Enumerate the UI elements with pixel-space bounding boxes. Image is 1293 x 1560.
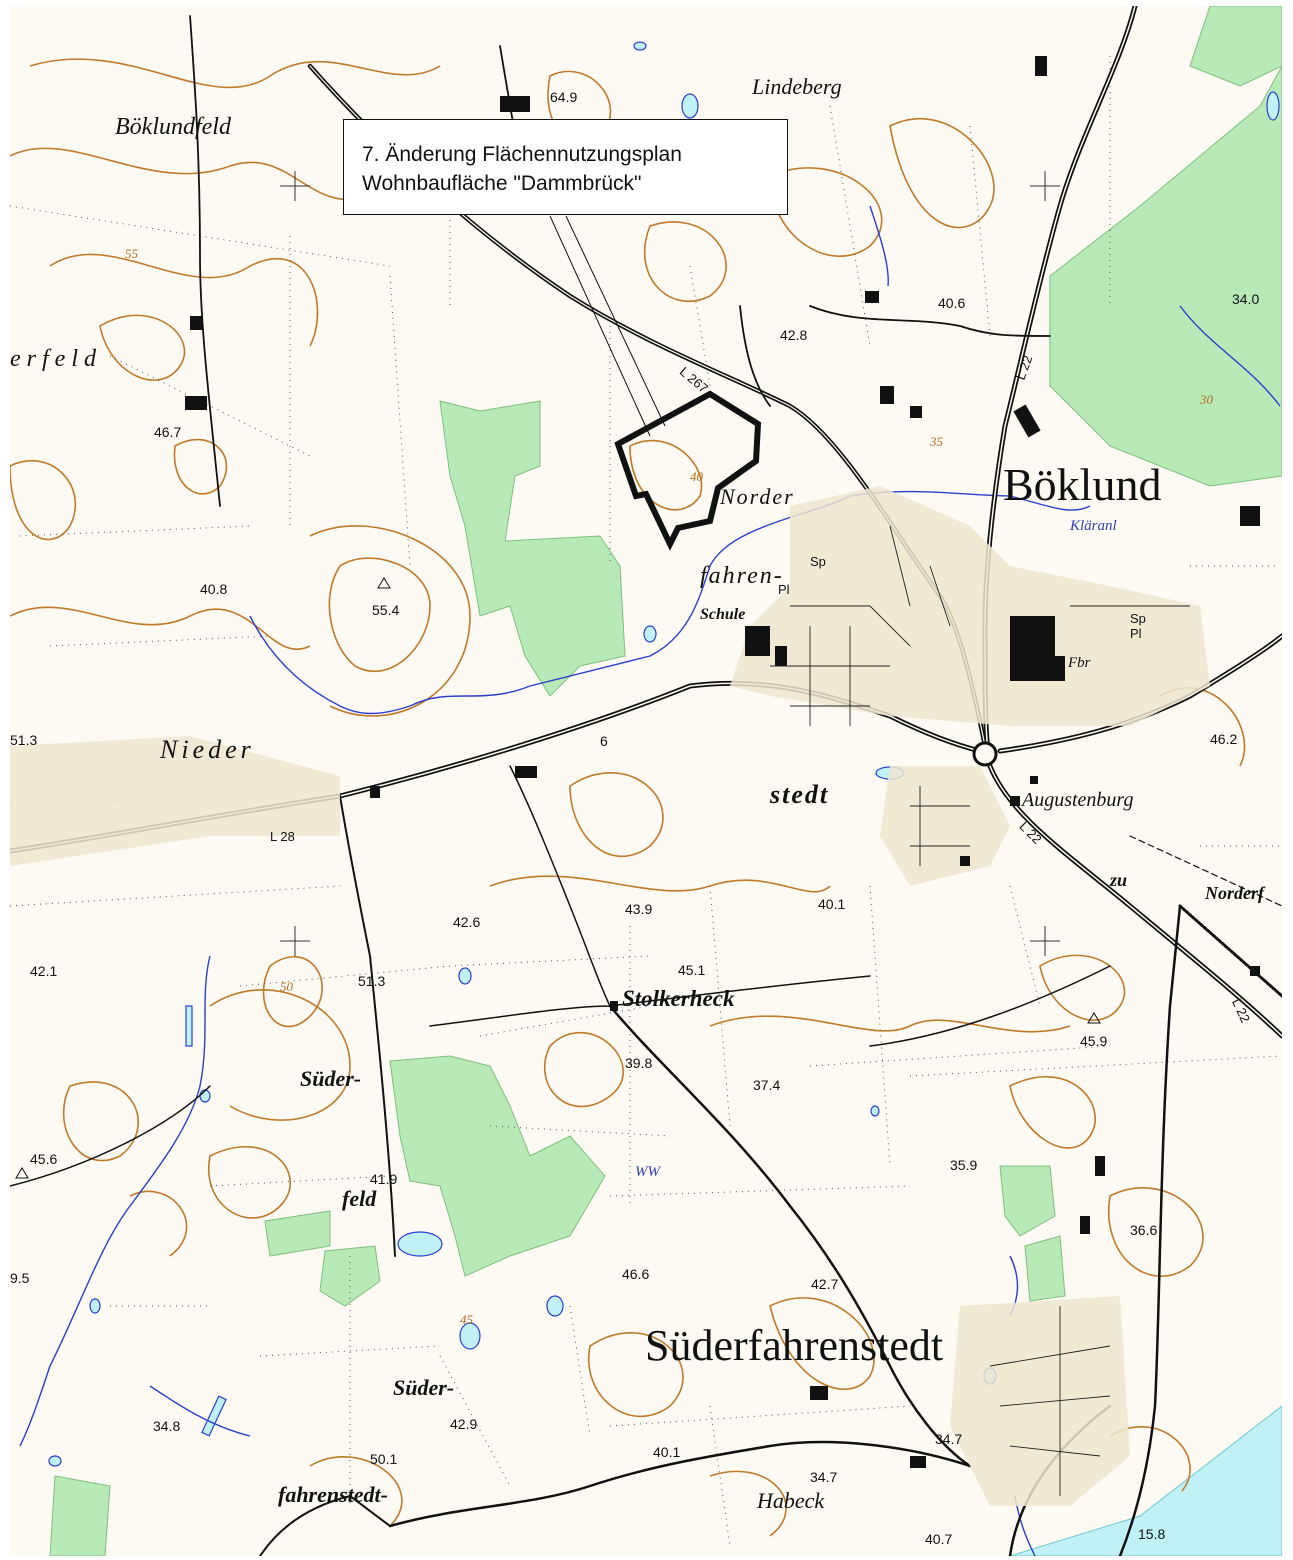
svg-text:45.9: 45.9 — [1080, 1033, 1107, 1049]
topographic-map[interactable]: Böklund Süderfahrenstedt Böklundfeld Lin… — [10, 6, 1282, 1556]
svg-text:45.1: 45.1 — [678, 962, 705, 978]
road-l22-a: L 22 — [1013, 353, 1036, 381]
label-fahrenstedt: fahrenstedt- — [278, 1482, 388, 1507]
label-fahren: fahren- — [700, 563, 784, 589]
svg-text:42.9: 42.9 — [450, 1416, 477, 1432]
contour-labels: 55 50 45 40 35 30 — [125, 246, 1214, 1327]
svg-text:34.8: 34.8 — [153, 1418, 180, 1434]
svg-text:55: 55 — [125, 246, 139, 261]
buildings — [185, 56, 1260, 1468]
symbol-klaranl: Kläranl — [1069, 518, 1117, 534]
svg-text:46.2: 46.2 — [1210, 731, 1237, 747]
svg-text:42.8: 42.8 — [780, 327, 807, 343]
grid-crosses — [280, 171, 1060, 956]
symbol-fbr: Fbr — [1067, 655, 1091, 671]
ponds — [48, 41, 1280, 1467]
town-streets — [770, 525, 1190, 1496]
svg-text:39.8: 39.8 — [625, 1055, 652, 1071]
contour-lines — [10, 58, 1246, 1537]
svg-text:51.3: 51.3 — [10, 732, 37, 748]
label-feld: feld — [342, 1186, 377, 1211]
plan-area-outline — [614, 390, 762, 551]
label-suder-1: Süder- — [300, 1066, 361, 1091]
svg-text:9.5: 9.5 — [10, 1270, 30, 1286]
svg-text:50: 50 — [280, 979, 294, 994]
symbol-ww: WW — [635, 1164, 661, 1180]
roundabout — [972, 741, 998, 767]
svg-text:55.4: 55.4 — [372, 602, 399, 618]
svg-text:40.1: 40.1 — [818, 896, 845, 912]
svg-text:40: 40 — [690, 469, 704, 484]
callout-leaders — [549, 215, 666, 437]
svg-text:35: 35 — [929, 434, 944, 449]
label-lindeberg: Lindeberg — [751, 74, 842, 99]
label-stolkerheck: Stolkerheck — [622, 986, 735, 1011]
svg-text:34.7: 34.7 — [810, 1469, 837, 1485]
svg-text:40.8: 40.8 — [200, 581, 227, 597]
svg-text:50.1: 50.1 — [370, 1451, 397, 1467]
label-boklund: Böklund — [1003, 459, 1161, 510]
svg-text:43.9: 43.9 — [625, 901, 652, 917]
trig-points — [15, 577, 1101, 1179]
svg-text:34.0: 34.0 — [1232, 291, 1259, 307]
svg-text:35.9: 35.9 — [950, 1157, 977, 1173]
svg-text:34.7: 34.7 — [935, 1431, 962, 1447]
label-nieder: Nieder — [159, 735, 255, 764]
label-suder-2: Süder- — [393, 1375, 454, 1400]
svg-text:41.9: 41.9 — [370, 1171, 397, 1187]
svg-text:45.6: 45.6 — [30, 1151, 57, 1167]
svg-text:36.6: 36.6 — [1130, 1222, 1157, 1238]
road-l22-c: L 22 — [1229, 996, 1253, 1025]
svg-text:6: 6 — [600, 733, 608, 749]
svg-text:42.7: 42.7 — [811, 1276, 838, 1292]
svg-text:15.8: 15.8 — [1138, 1526, 1165, 1542]
label-stedt: stedt — [769, 780, 829, 809]
road-l28: L 28 — [270, 829, 295, 844]
forest-areas — [49, 6, 1282, 1556]
label-suderfahrenstedt: Süderfahrenstedt — [645, 1321, 943, 1370]
symbol-pl-1: Pl — [778, 582, 790, 597]
svg-text:45: 45 — [460, 1312, 474, 1327]
plan-callout-box: 7. Änderung Flächennutzungsplan Wohnbauf… — [343, 119, 788, 215]
symbol-sp-1: Sp — [810, 554, 826, 569]
svg-text:40.7: 40.7 — [925, 1531, 952, 1547]
symbol-sp-2: Sp — [1130, 611, 1146, 626]
label-zu: zu — [1109, 870, 1127, 890]
svg-text:37.4: 37.4 — [753, 1077, 780, 1093]
callout-line-2: Wohnbaufläche "Dammbrück" — [362, 172, 642, 195]
svg-text:42.1: 42.1 — [30, 963, 57, 979]
callout-line-1: 7. Änderung Flächennutzungsplan — [362, 143, 682, 166]
label-erfeld: erfeld — [10, 346, 102, 372]
symbol-pl-2: Pl — [1130, 626, 1142, 641]
label-schule: Schule — [700, 606, 745, 623]
svg-text:40.6: 40.6 — [938, 295, 965, 311]
svg-text:42.6: 42.6 — [453, 914, 480, 930]
map-canvas: Böklund Süderfahrenstedt Böklundfeld Lin… — [10, 6, 1282, 1556]
lake-water — [1009, 1405, 1282, 1556]
svg-text:46.7: 46.7 — [154, 424, 181, 440]
svg-text:64.9: 64.9 — [550, 89, 577, 105]
svg-text:46.6: 46.6 — [622, 1266, 649, 1282]
svg-text:51.3: 51.3 — [358, 973, 385, 989]
label-norderf: Norderf — [1204, 883, 1266, 903]
label-norder: Norder — [719, 484, 795, 509]
label-habeck: Habeck — [756, 1488, 825, 1513]
label-boklundfeld: Böklundfeld — [115, 114, 232, 140]
label-augustenburg: Augustenburg — [1020, 789, 1133, 811]
svg-text:40.1: 40.1 — [653, 1444, 680, 1460]
svg-text:30: 30 — [1199, 392, 1214, 407]
road-l22-b: L 22 — [1017, 819, 1045, 847]
spot-heights: 34.0 40.6 42.8 46.7 40.8 55.4 51.3 46.2 … — [10, 89, 1259, 1547]
streams — [19, 205, 1281, 1556]
